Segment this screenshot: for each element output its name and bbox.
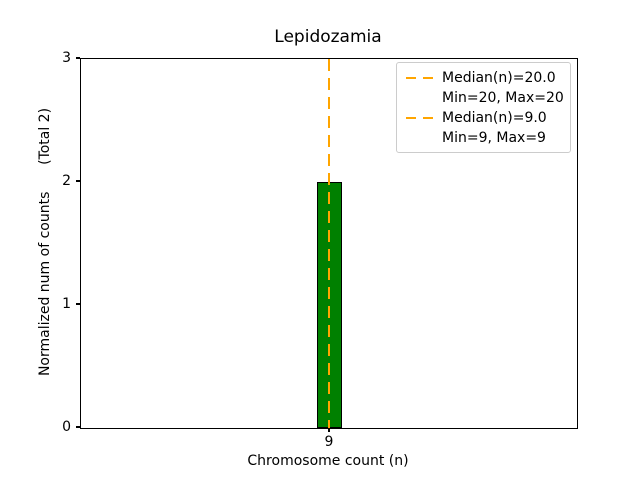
dashed-line-icon xyxy=(406,77,433,79)
legend-marker-spacer xyxy=(406,97,433,99)
legend-row: Median(n)=20.0 xyxy=(406,68,561,88)
y-tick-label: 3 xyxy=(62,50,71,66)
y-axis-label: Normalized num of counts (Total 2) xyxy=(37,107,53,377)
dashed-line-icon xyxy=(406,117,433,119)
legend-marker-spacer xyxy=(406,137,433,139)
legend-label: Median(n)=9.0 xyxy=(442,110,547,126)
x-tick-mark xyxy=(328,428,330,432)
y-tick-mark xyxy=(76,303,80,305)
legend-row: Min=20, Max=20 xyxy=(406,88,564,108)
legend-row: Median(n)=9.0 xyxy=(406,108,561,128)
y-tick-mark xyxy=(76,180,80,182)
legend-label: Min=9, Max=9 xyxy=(442,130,546,146)
legend: Median(n)=20.0 Min=20, Max=20 Median(n)=… xyxy=(396,62,571,153)
y-tick-mark xyxy=(76,426,80,428)
y-tick-label: 1 xyxy=(62,296,71,312)
y-tick-label: 2 xyxy=(62,173,71,189)
y-tick-mark xyxy=(76,57,80,59)
y-tick-label: 0 xyxy=(62,419,71,435)
median-vline xyxy=(328,59,330,428)
x-axis-label: Chromosome count (n) xyxy=(247,453,409,469)
legend-label: Min=20, Max=20 xyxy=(442,90,564,106)
x-tick-label: 9 xyxy=(324,434,334,450)
legend-row: Min=9, Max=9 xyxy=(406,128,561,148)
chart-title: Lepidozamia xyxy=(274,27,382,47)
legend-label: Median(n)=20.0 xyxy=(442,70,556,86)
